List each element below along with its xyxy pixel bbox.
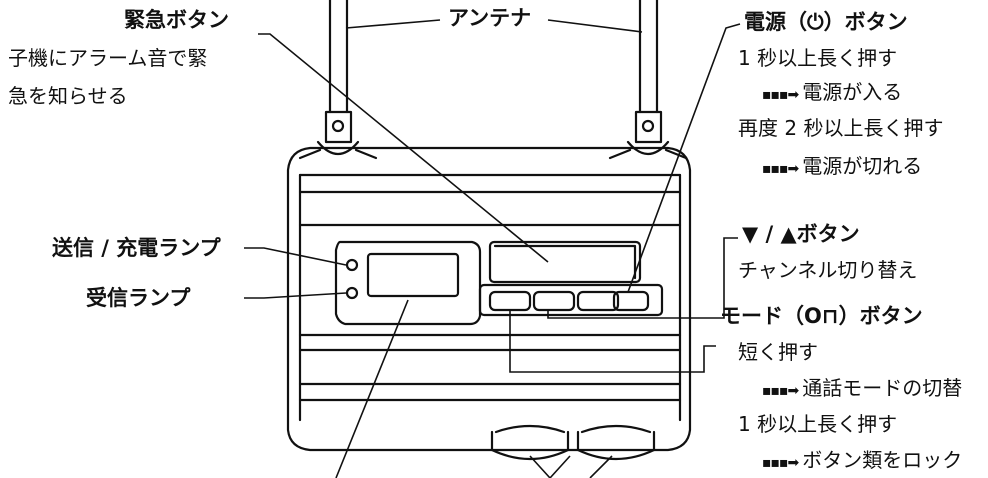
antenna-left xyxy=(298,0,378,160)
power-desc-line3: 再度 2 秒以上長く押す xyxy=(738,116,944,140)
mode-desc-line3: 1 秒以上長く押す xyxy=(738,412,898,436)
antenna-right xyxy=(608,0,688,160)
receive-lamp-label: 受信ランプ xyxy=(86,286,191,310)
mode-button-label: モード（O⊓）ボタン xyxy=(720,304,923,328)
receive-lamp xyxy=(345,286,359,300)
emergency-button-label: 緊急ボタン xyxy=(124,8,229,32)
mode-desc-line4-row: ▪▪▪➡ボタン類をロック xyxy=(762,450,962,470)
power-desc-line2-row: ▪▪▪➡電源が入る xyxy=(762,82,902,102)
lamp-panel xyxy=(334,240,482,326)
jack-left xyxy=(490,430,570,461)
device-body xyxy=(286,146,692,452)
result-arrow-icon: ▪▪▪➡ xyxy=(762,455,799,471)
power-desc-line4-row: ▪▪▪➡電源が切れる xyxy=(762,156,922,176)
power-desc-line4: 電源が切れる xyxy=(802,154,923,178)
send-lamp xyxy=(345,258,359,272)
channel-button-label: ▼ / ▲ボタン xyxy=(742,222,860,246)
antenna-label: アンテナ xyxy=(448,6,532,30)
power-desc-line1: 1 秒以上長く押す xyxy=(738,46,898,70)
mode-desc-line4: ボタン類をロック xyxy=(802,448,963,472)
down-button xyxy=(532,290,576,312)
mode-desc-line2: 通話モードの切替 xyxy=(802,376,963,400)
emergency-desc-line1: 子機にアラーム音で緊 xyxy=(8,46,208,70)
mode-desc-line1: 短く押す xyxy=(738,340,818,364)
mode-button xyxy=(488,290,532,312)
jack-right xyxy=(576,430,656,461)
power-button xyxy=(612,290,650,312)
channel-desc: チャンネル切り替え xyxy=(738,258,918,282)
power-desc-line2: 電源が入る xyxy=(802,80,903,104)
mode-desc-line2-row: ▪▪▪➡通話モードの切替 xyxy=(762,378,962,398)
emergency-desc-line2: 急を知らせる xyxy=(8,84,128,108)
send-charge-lamp-label: 送信 / 充電ランプ xyxy=(52,236,221,260)
result-arrow-icon: ▪▪▪➡ xyxy=(762,161,799,177)
power-button-label: 電源（⏻）ボタン xyxy=(744,10,908,34)
lcd-display xyxy=(366,252,460,298)
result-arrow-icon: ▪▪▪➡ xyxy=(762,383,799,399)
emergency-button-window xyxy=(488,240,642,284)
result-arrow-icon: ▪▪▪➡ xyxy=(762,87,799,103)
up-button xyxy=(576,290,620,312)
